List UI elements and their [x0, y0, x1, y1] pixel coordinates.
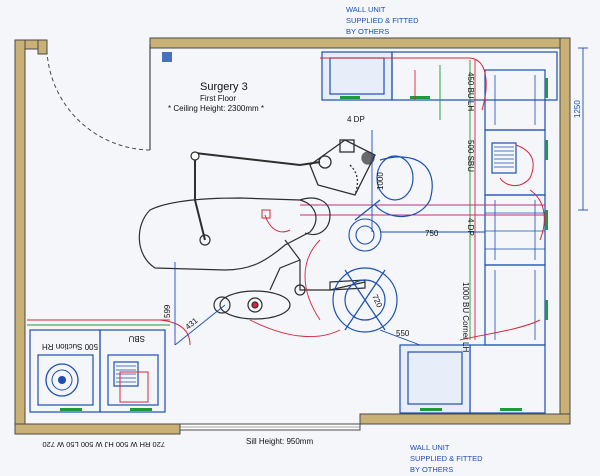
label-450-bu: 450 BU LH — [466, 72, 475, 111]
left-cabinets — [29, 329, 166, 413]
label-4dp-top: 4 DP — [347, 115, 365, 124]
label-corner-bu: 1000 BU Corner LH — [461, 282, 470, 352]
sill-height: Sill Height: 950mm — [246, 437, 313, 446]
delivery-unit — [309, 139, 376, 196]
dimension-lines — [174, 47, 588, 346]
doctor-stool — [348, 218, 382, 252]
sink-left-hatch — [116, 365, 136, 383]
operator-stool-top — [354, 155, 433, 221]
wall-unit-bottom-line1: WALL UNIT — [410, 443, 450, 452]
dim-599: 599 — [163, 304, 172, 318]
suction-unit-icon — [45, 363, 79, 397]
sink-right-hatch — [494, 146, 514, 168]
cabinet-top-run — [391, 51, 558, 101]
dim-1000: 1000 — [376, 172, 385, 190]
wall-unit-top-line1: WALL UNIT — [346, 5, 386, 14]
dim-1250: 1250 — [573, 100, 582, 118]
ceiling-height: * Ceiling Height: 2300mm * — [168, 104, 264, 113]
cabinet-sbu-left — [99, 329, 166, 413]
cabinet-inner-lines — [485, 75, 545, 340]
label-sbu-left: SBU — [128, 334, 145, 343]
sink-right-red — [499, 144, 534, 186]
door-swing-arc — [46, 51, 151, 151]
cuspidor — [213, 290, 291, 320]
label-500-sbu: 500 SBU — [466, 140, 475, 172]
label-suction: 500 Suction RH — [42, 342, 98, 351]
door-marker — [162, 52, 172, 62]
wall-bottom-right — [359, 413, 571, 425]
wall-unit-top-line2: SUPPLIED & FITTED — [346, 16, 419, 25]
plinth-markers — [60, 78, 548, 411]
wall-unit-bottom-line3: BY OTHERS — [410, 465, 453, 474]
label-bottom-row: 720 RH W 500 HJ W 500 L50 W 720 — [42, 440, 165, 449]
wall-unit-bottom-line2: SUPPLIED & FITTED — [410, 454, 483, 463]
wall-post — [37, 39, 48, 55]
window — [179, 423, 361, 431]
label-4dp-right: 4 DP — [466, 218, 475, 236]
wall-right — [559, 37, 571, 424]
floor-label: First Floor — [200, 94, 236, 103]
dental-chair — [138, 151, 331, 271]
cabinet-top-1 — [321, 51, 393, 101]
sink-left-icon — [113, 361, 139, 387]
wall-unit-top-line3: BY OTHERS — [346, 27, 389, 36]
service-lines — [27, 57, 545, 346]
wall-left — [14, 39, 26, 435]
cabinet-bottom-a — [399, 344, 471, 414]
dim-750: 750 — [425, 229, 439, 238]
door — [46, 45, 151, 151]
reach-arcs — [249, 239, 341, 338]
assistant-stool — [332, 267, 398, 333]
chair-headrest — [299, 197, 331, 236]
walls — [14, 37, 571, 435]
sink-left-red — [119, 371, 149, 403]
room-name: Surgery 3 — [200, 81, 248, 93]
wall-top-right — [149, 37, 571, 49]
dim-550: 550 — [396, 329, 410, 338]
assistant-tray — [269, 239, 366, 296]
sink-right-icon — [491, 142, 517, 174]
chair-body — [138, 197, 317, 271]
wall-bottom-left — [14, 423, 181, 435]
